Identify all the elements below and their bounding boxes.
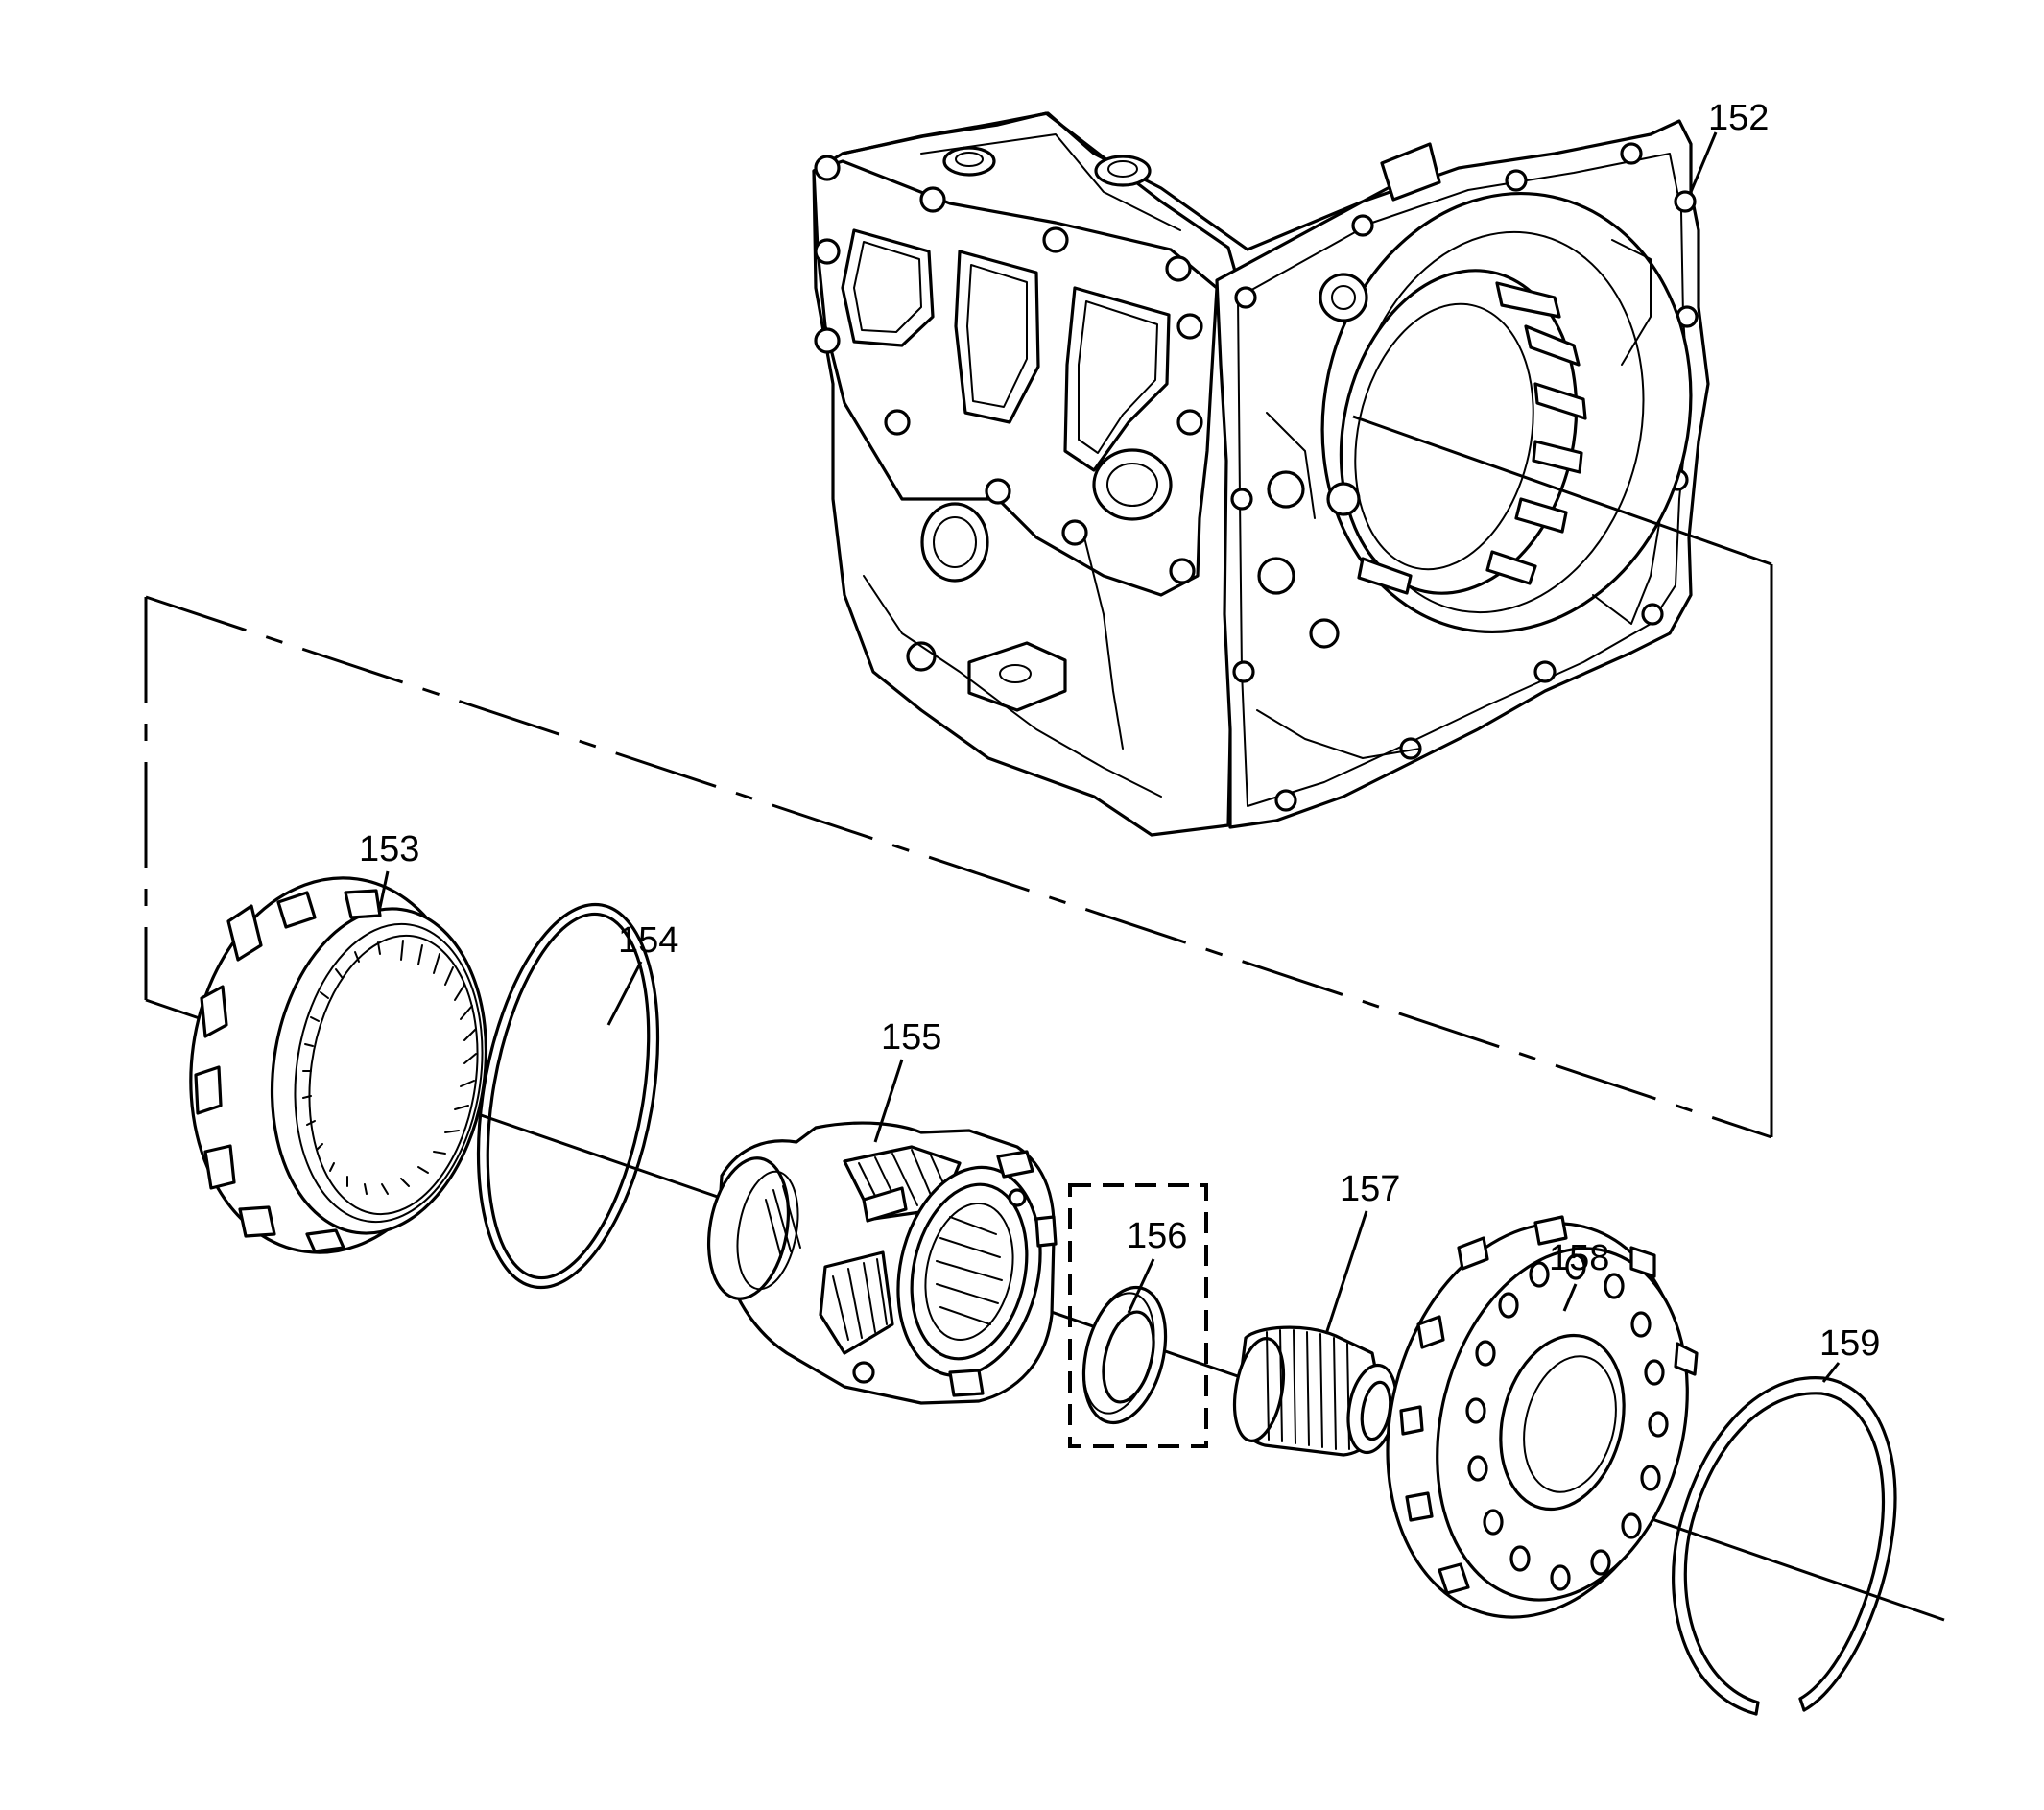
callout-153: 153 <box>359 829 419 869</box>
callout-labels: 152 153 154 155 156 157 158 159 <box>359 98 1880 1364</box>
callout-159: 159 <box>1819 1323 1880 1364</box>
bore-splines <box>1357 281 1587 595</box>
pinion-gear-hatch <box>765 1149 949 1341</box>
gear-teeth-hatch <box>1266 1329 1350 1450</box>
dashed-box-part-156 <box>1068 1183 1208 1448</box>
hub-carrier-part-158 <box>1386 1215 1699 1619</box>
splined-gear-part-157 <box>1232 1325 1398 1457</box>
flange-bolt-icons <box>814 155 1203 584</box>
callout-leader-lines <box>377 131 1841 1383</box>
callout-158: 158 <box>1549 1238 1609 1278</box>
differential-carrier-part-155 <box>706 1121 1058 1405</box>
transmission-housing-part-152 <box>812 111 1710 837</box>
snap-ring-part-154 <box>476 902 660 1290</box>
callout-152: 152 <box>1708 98 1769 138</box>
internal-teeth <box>302 940 477 1195</box>
carrier-hole-icons <box>1465 1253 1669 1591</box>
callout-157: 157 <box>1340 1169 1400 1209</box>
callout-154: 154 <box>618 920 678 961</box>
callout-155: 155 <box>881 1017 941 1058</box>
callout-156: 156 <box>1127 1216 1187 1256</box>
thrust-washer-part-156 <box>1081 1285 1168 1425</box>
side-gear-splines <box>936 1216 1003 1325</box>
ring-gear-part-153 <box>189 876 488 1254</box>
snap-ring-part-159 <box>1672 1376 1897 1716</box>
